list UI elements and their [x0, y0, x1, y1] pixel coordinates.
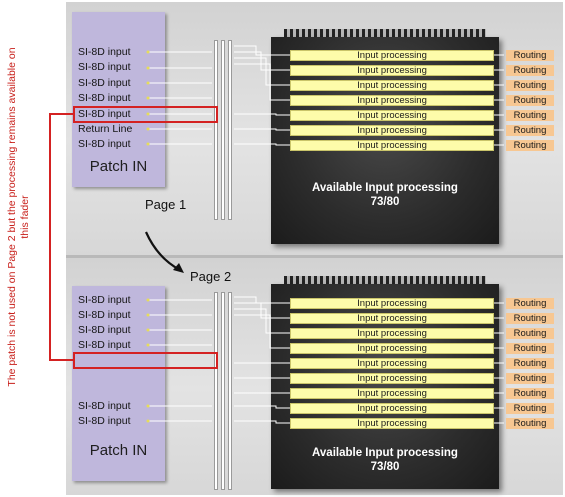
routing-box: Routing: [506, 373, 554, 384]
patch-in-title: Patch IN: [89, 442, 148, 459]
routing-box: Routing: [506, 110, 554, 121]
input-processing-bar: Input processing: [290, 140, 494, 151]
input-processing-bar: Input processing: [290, 110, 494, 121]
input-processing-bar: Input processing: [290, 50, 494, 61]
page2-label: Page 2: [190, 269, 232, 284]
input-label: SI-8D input: [78, 46, 131, 58]
available-processing-count: 73/80: [370, 196, 400, 208]
input-label: SI-8D input: [78, 61, 131, 73]
input-processing-bar: Input processing: [290, 298, 494, 309]
available-processing-count: 73/80: [370, 461, 400, 473]
input-label: SI-8D input: [78, 309, 131, 321]
routing-box: Routing: [506, 50, 554, 61]
fader-strip: [228, 292, 232, 490]
fader-strip: [221, 292, 225, 490]
input-processing-bar: Input processing: [290, 328, 494, 339]
routing-box: Routing: [506, 313, 554, 324]
input-label: SI-8D input: [78, 324, 131, 336]
input-processing-bar: Input processing: [290, 373, 494, 384]
input-label: Return Line: [78, 123, 133, 135]
input-processing-bar: Input processing: [290, 65, 494, 76]
fader-strip: [214, 40, 218, 220]
available-processing-caption: Available Input processing 73/80: [271, 181, 499, 209]
input-label: SI-8D input: [78, 294, 131, 306]
fader-strip: [221, 40, 225, 220]
patch-in-box-bottom: Patch IN: [72, 286, 165, 481]
available-processing-title: Available Input processing: [312, 182, 458, 194]
input-processing-bar: Input processing: [290, 95, 494, 106]
input-label: SI-8D input: [78, 400, 131, 412]
routing-box: Routing: [506, 343, 554, 354]
input-label: SI-8D input: [78, 108, 131, 120]
page-divider: [66, 255, 563, 258]
chip-pins-top: [284, 29, 486, 37]
input-processing-bar: Input processing: [290, 388, 494, 399]
routing-box: Routing: [506, 403, 554, 414]
routing-box: Routing: [506, 388, 554, 399]
input-processing-bar: Input processing: [290, 358, 494, 369]
input-processing-bar: Input processing: [290, 313, 494, 324]
highlight-page2-unused: [73, 352, 218, 369]
input-processing-bar: Input processing: [290, 80, 494, 91]
available-processing-caption: Available Input processing 73/80: [271, 446, 499, 474]
side-note: The patch is not used on Page 2 but the …: [6, 47, 31, 387]
patch-in-box-top: Patch IN: [72, 12, 165, 187]
routing-box: Routing: [506, 65, 554, 76]
input-label: SI-8D input: [78, 339, 131, 351]
routing-box: Routing: [506, 418, 554, 429]
routing-box: Routing: [506, 140, 554, 151]
input-label: SI-8D input: [78, 77, 131, 89]
input-processing-bar: Input processing: [290, 403, 494, 414]
routing-box: Routing: [506, 95, 554, 106]
routing-box: Routing: [506, 80, 554, 91]
routing-box: Routing: [506, 328, 554, 339]
routing-box: Routing: [506, 358, 554, 369]
input-label: SI-8D input: [78, 415, 131, 427]
fader-strip: [228, 40, 232, 220]
input-processing-bar: Input processing: [290, 418, 494, 429]
chip-pins-bottom: [284, 276, 486, 284]
patch-in-title: Patch IN: [89, 158, 148, 175]
fader-strip: [214, 292, 218, 490]
page1-label: Page 1: [145, 197, 187, 212]
routing-box: Routing: [506, 125, 554, 136]
input-processing-bar: Input processing: [290, 343, 494, 354]
input-label: SI-8D input: [78, 138, 131, 150]
input-processing-bar: Input processing: [290, 125, 494, 136]
input-label: SI-8D input: [78, 92, 131, 104]
highlight-page1-input: [73, 106, 218, 123]
available-processing-title: Available Input processing: [312, 447, 458, 459]
routing-box: Routing: [506, 298, 554, 309]
